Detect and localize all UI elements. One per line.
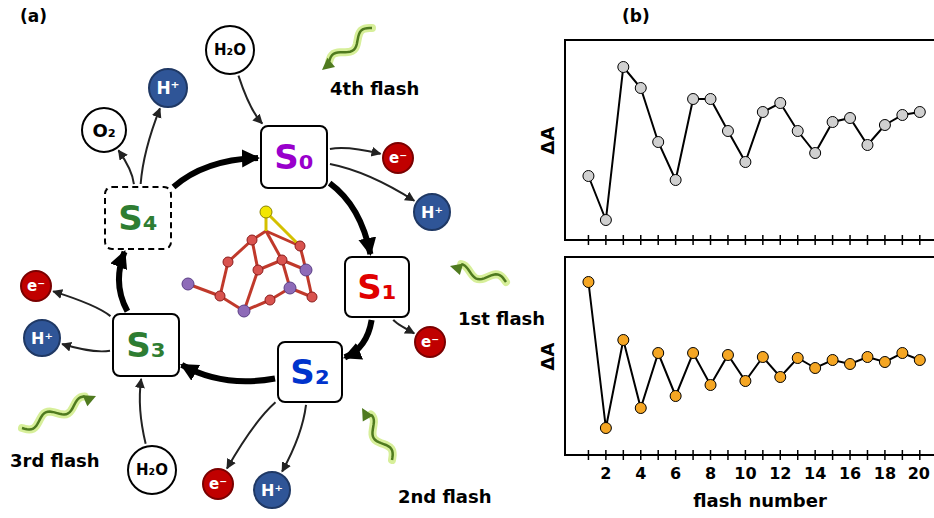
transfer-arrow xyxy=(227,402,275,468)
tick-label: 16 xyxy=(839,464,861,483)
transfer-arrow xyxy=(330,148,381,154)
electron-circle: e⁻ xyxy=(20,270,52,302)
panel-label: (b) xyxy=(622,6,650,26)
proton-circle: H⁺ xyxy=(253,471,291,509)
electron-circle: e⁻ xyxy=(414,326,446,358)
axis-ticks xyxy=(588,235,919,460)
node-text: e⁻ xyxy=(209,475,227,493)
node-text: e⁻ xyxy=(421,333,439,351)
node-text: H⁺ xyxy=(421,203,443,222)
cycle-arrow xyxy=(330,183,371,254)
cycle-arrow xyxy=(182,365,275,381)
tick-label: 2 xyxy=(600,464,611,483)
node-text: H₂O xyxy=(214,41,246,59)
transfer-arrow xyxy=(238,76,262,124)
tick-label: 20 xyxy=(908,464,930,483)
axis-title: flash number xyxy=(693,490,827,511)
proton-circle: H⁺ xyxy=(148,68,188,108)
flash-label: 1st flash xyxy=(458,308,545,329)
transfer-arrow xyxy=(140,379,146,444)
state-box: S₃ xyxy=(112,313,180,377)
transfer-arrow xyxy=(393,320,414,334)
axis-title: ΔA xyxy=(538,126,559,154)
node-text: H⁺ xyxy=(156,78,179,98)
cycle-arrow xyxy=(174,158,258,187)
cycle-arrow xyxy=(345,320,372,357)
node-text: H₂O xyxy=(136,461,168,479)
node-text: e⁻ xyxy=(27,277,45,295)
proton-circle: H⁺ xyxy=(23,319,61,357)
node-text: O₂ xyxy=(92,120,115,141)
flash-label: 2nd flash xyxy=(398,486,492,507)
node-text: e⁻ xyxy=(389,149,407,167)
tick-label: 18 xyxy=(874,464,896,483)
node-text: S₁ xyxy=(357,267,396,307)
electron-circle: e⁻ xyxy=(382,142,414,174)
node-text: S₃ xyxy=(126,325,165,365)
node-text: S₀ xyxy=(274,137,313,177)
water-circle: H₂O xyxy=(127,445,177,495)
electron-circle: e⁻ xyxy=(202,468,234,500)
transfer-arrow xyxy=(53,291,110,316)
panel-label: (a) xyxy=(20,6,47,26)
state-box: S₂ xyxy=(277,341,343,403)
tick-label: 6 xyxy=(670,464,681,483)
water-circle: H₂O xyxy=(205,25,255,75)
node-text: H⁺ xyxy=(261,481,283,500)
tick-label: 14 xyxy=(804,464,826,483)
data-series xyxy=(583,62,925,434)
oxygen-circle: O₂ xyxy=(81,107,127,153)
node-text: S₂ xyxy=(290,352,329,392)
transfer-arrow xyxy=(141,108,160,184)
cluster-molecule xyxy=(182,206,317,317)
state-box: S₁ xyxy=(344,256,410,318)
cycle-arrow xyxy=(119,252,127,311)
flash-label: 4th flash xyxy=(330,78,419,99)
tick-label: 4 xyxy=(635,464,646,483)
axis-title: ΔA xyxy=(538,342,559,370)
state-box: S₄ xyxy=(104,186,172,250)
transfer-arrow xyxy=(282,405,306,472)
tick-label: 12 xyxy=(769,464,791,483)
flash-label: 3rd flash xyxy=(10,450,100,471)
node-text: S₄ xyxy=(118,198,157,238)
transfer-arrow xyxy=(62,344,110,351)
proton-circle: H⁺ xyxy=(413,193,451,231)
tick-label: 8 xyxy=(705,464,716,483)
flash-squiggles xyxy=(22,28,506,460)
tick-label: 10 xyxy=(734,464,756,483)
state-box: S₀ xyxy=(260,125,328,189)
transfer-arrow xyxy=(118,150,133,184)
node-text: H⁺ xyxy=(31,329,53,348)
plot-frame xyxy=(565,40,934,455)
